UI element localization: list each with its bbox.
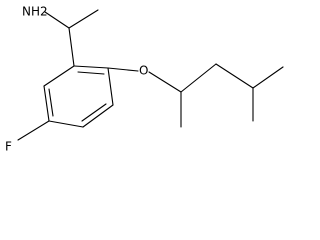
bond-ch-to-ch2: [180, 63, 217, 93]
bond-ch-to-ch3-up: [252, 66, 284, 89]
benzene-ring: [43, 65, 114, 128]
bond-ch-to-methyl: [68, 9, 99, 29]
ring-double-bond-inner-3: [48, 88, 54, 117]
ring-bond-c5-c6: [43, 85, 50, 122]
fluorine-label: F: [5, 140, 12, 154]
ring-double-bond-inner-1: [77, 71, 105, 75]
ring-bond-c4-c5: [48, 120, 84, 128]
ring-bond-c6-c1: [43, 65, 75, 87]
ring-bond-c3-c4: [82, 104, 114, 128]
bond-ch2-to-ch: [215, 63, 254, 89]
bond-ring-to-fluorine: [17, 120, 50, 141]
bond-oxygen-to-ch: [148, 71, 182, 93]
amine-label: NH2: [22, 5, 48, 19]
bond-ring-to-oxygen: [107, 67, 139, 72]
ring-bond-c1-c2: [73, 65, 109, 69]
bond-ring-to-ch: [68, 27, 75, 67]
aminoethyl-group: [44, 9, 99, 67]
ring-bond-c2-c3: [107, 67, 114, 106]
bond-ch-to-amine: [44, 11, 70, 29]
ring-double-bond-inner-2: [81, 103, 107, 122]
alkoxy-chain: [107, 63, 284, 128]
oxygen-label: O: [139, 64, 148, 78]
fluoro-group: [17, 120, 50, 141]
molecule-structure: NH2 O F: [5, 5, 284, 154]
